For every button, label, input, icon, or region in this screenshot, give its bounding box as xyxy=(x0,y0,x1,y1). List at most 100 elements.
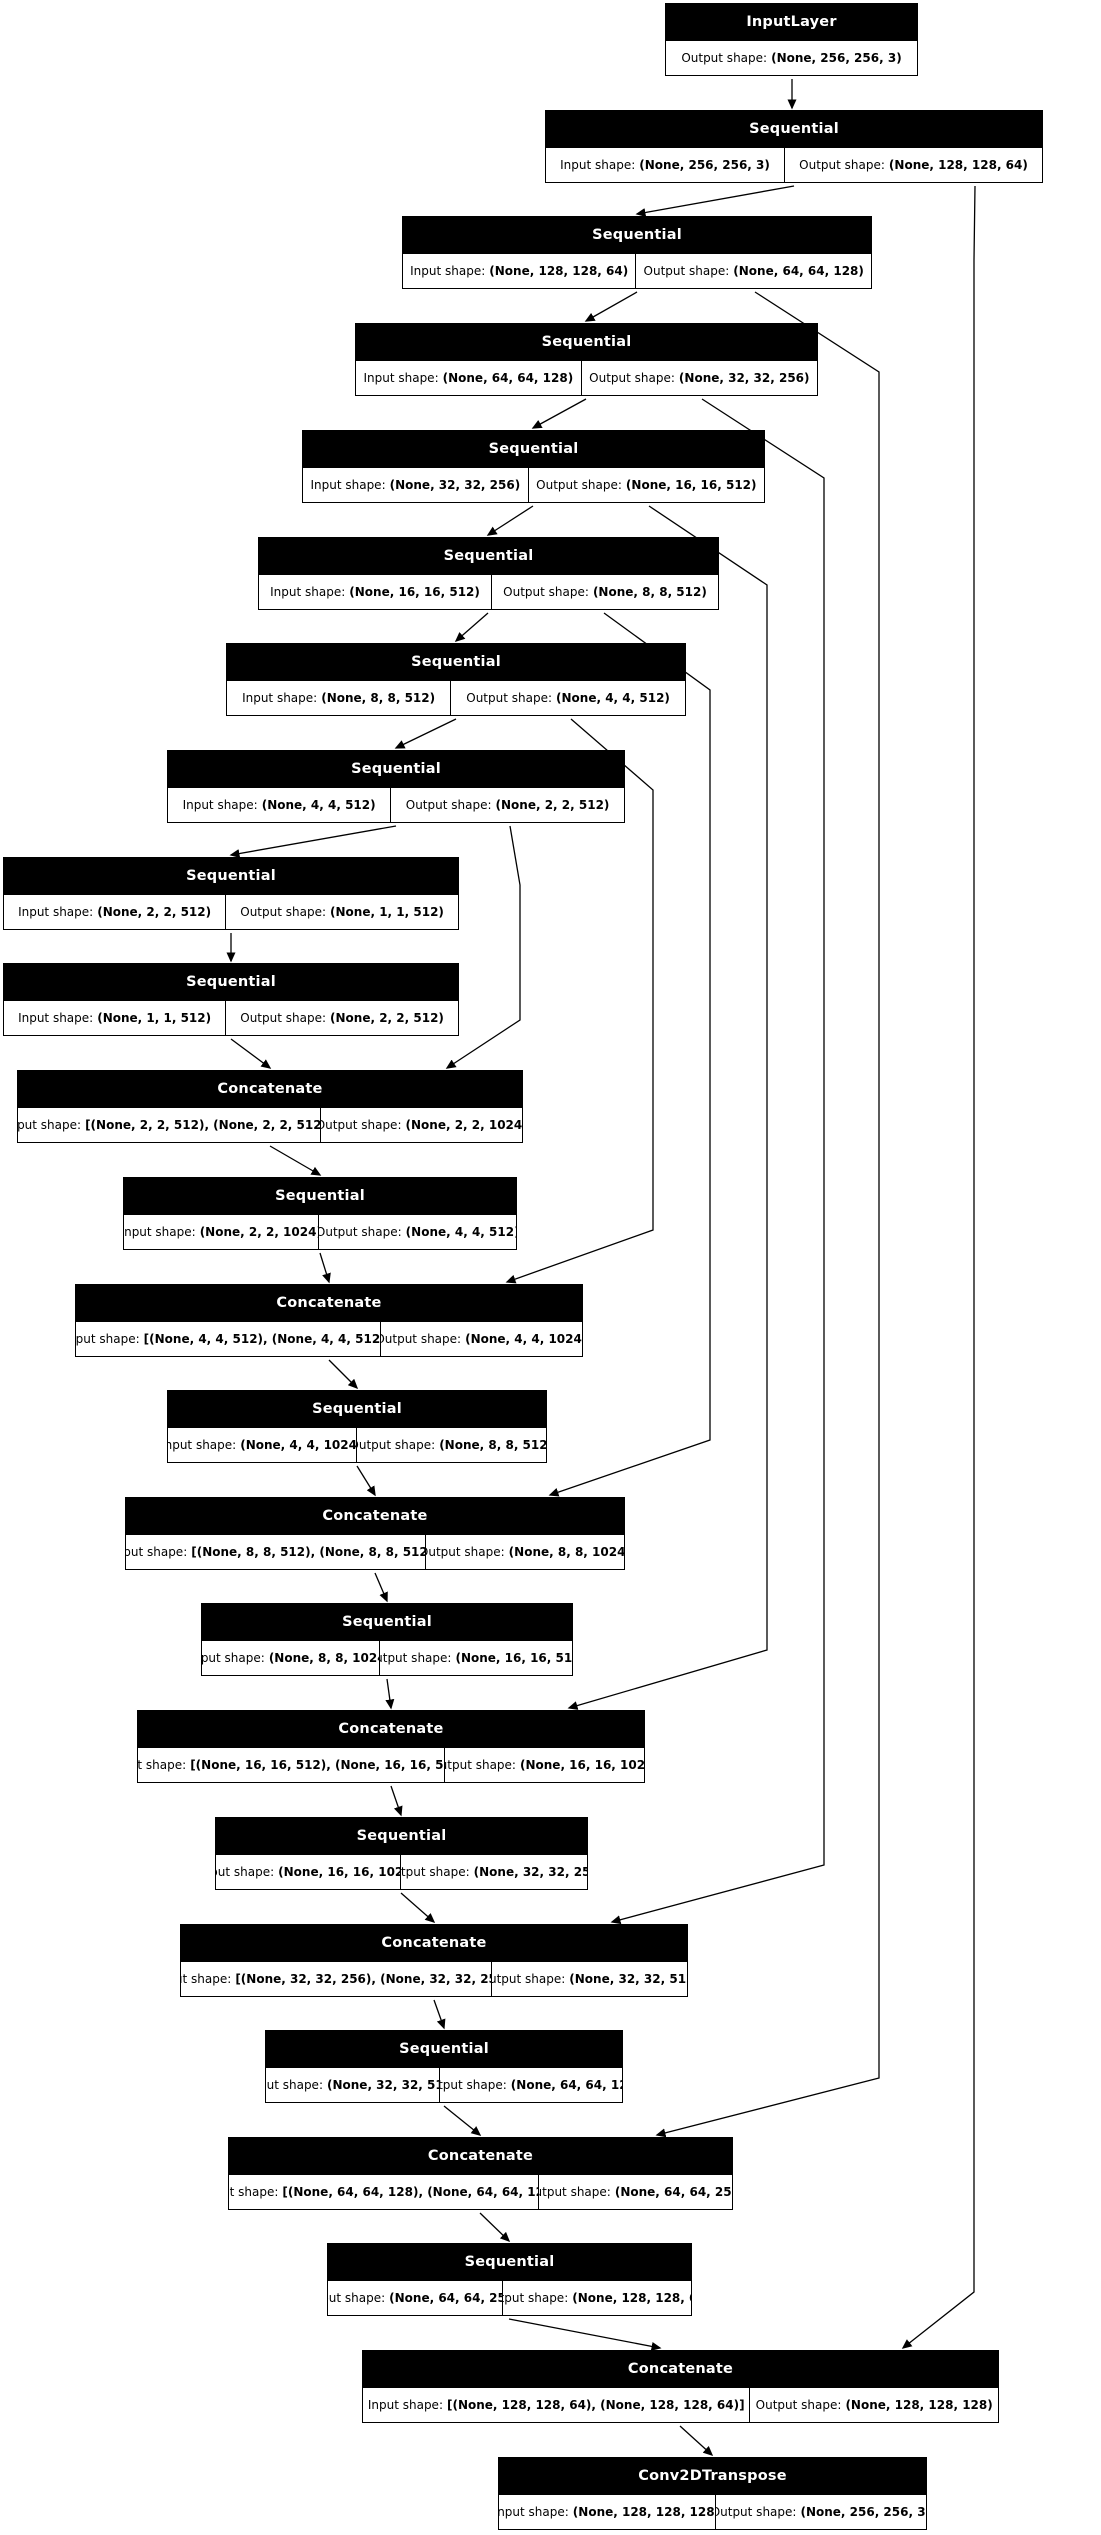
output-shape-value: (None, 8, 8, 1024) xyxy=(508,1545,624,1559)
output-shape-value: (None, 2, 2, 512) xyxy=(495,798,610,812)
node-sequential-13: Sequential Input shape: (None, 16, 16, 1… xyxy=(215,1817,588,1890)
output-shape-prefix: Output shape: xyxy=(492,1972,566,1986)
input-shape-cell: Input shape: (None, 64, 64, 128) xyxy=(356,361,581,395)
output-shape-prefix: Output shape: xyxy=(320,1118,402,1132)
input-shape-prefix: Input shape: xyxy=(410,264,486,278)
output-shape-prefix: Output shape: xyxy=(240,905,327,919)
node-sequential-15: Sequential Input shape: (None, 64, 64, 2… xyxy=(327,2243,692,2316)
layer-shape-row: Input shape: (None, 1, 1, 512) Output sh… xyxy=(4,1001,458,1035)
node-sequential-1: Sequential Input shape: (None, 256, 256,… xyxy=(545,110,1043,183)
output-shape-value: (None, 16, 16, 512) xyxy=(455,1651,572,1665)
edge-chain-5 xyxy=(454,612,489,642)
layer-shape-row: Input shape: (None, 32, 32, 256) Output … xyxy=(303,468,764,502)
output-shape-prefix: Output shape: xyxy=(445,1758,516,1772)
layer-shape-row: Input shape: [(None, 4, 4, 512), (None, … xyxy=(76,1322,582,1356)
input-shape-prefix: Input shape: xyxy=(560,158,636,172)
input-shape-prefix: Input shape: xyxy=(182,798,258,812)
layer-type-title: Sequential xyxy=(227,644,685,681)
output-shape-value: (None, 128, 128, 128) xyxy=(845,2398,993,2412)
output-shape-prefix: Output shape: xyxy=(536,478,622,492)
layer-type-title: Concatenate xyxy=(76,1285,582,1322)
input-shape-prefix: Input shape: xyxy=(18,1118,82,1132)
edge-chain-7 xyxy=(229,825,397,858)
layer-type-title: Conv2DTranspose xyxy=(499,2458,926,2495)
output-shape-cell: Output shape: (None, 64, 64, 128) xyxy=(635,254,871,288)
output-shape-value: (None, 8, 8, 512) xyxy=(592,585,707,599)
edge-chain-6 xyxy=(394,718,457,749)
output-shape-cell: Output shape: (None, 64, 64, 256) xyxy=(537,2175,732,2209)
output-shape-value: (None, 16, 16, 512) xyxy=(625,478,757,492)
input-shape-cell: Input shape: [(None, 2, 2, 512), (None, … xyxy=(18,1108,320,1142)
edge-chain-16 xyxy=(390,1785,403,1817)
input-shape-cell: Input shape: [(None, 64, 64, 128), (None… xyxy=(229,2175,538,2209)
input-shape-value: (None, 4, 4, 1024) xyxy=(240,1438,356,1452)
output-shape-prefix: Output shape: xyxy=(799,158,885,172)
input-shape-cell: Input shape: (None, 32, 32, 256) xyxy=(303,468,528,502)
input-shape-prefix: Input shape: xyxy=(229,2185,279,2199)
output-shape-value: (None, 256, 256, 3) xyxy=(771,51,902,65)
output-shape-cell: Output shape: (None, 128, 128, 64) xyxy=(784,148,1042,182)
layer-shape-row: Input shape: (None, 128, 128, 128) Outpu… xyxy=(499,2495,926,2529)
input-shape-value: (None, 128, 128, 128) xyxy=(572,2505,715,2519)
input-shape-value: [(None, 32, 32, 256), (None, 32, 32, 256… xyxy=(235,1972,492,1986)
output-shape-cell: Output shape: (None, 128, 128, 128) xyxy=(749,2388,998,2422)
layer-type-title: Sequential xyxy=(266,2031,622,2068)
node-conv2dtranspose: Conv2DTranspose Input shape: (None, 128,… xyxy=(498,2457,927,2530)
edge-chain-2 xyxy=(584,291,638,322)
layer-type-title: Concatenate xyxy=(363,2351,998,2388)
edge-skip-7-to-10 xyxy=(445,825,521,1069)
input-shape-prefix: Input shape: xyxy=(270,585,346,599)
output-shape-value: (None, 32, 32, 512) xyxy=(569,1972,687,1986)
input-shape-value: (None, 16, 16, 1024) xyxy=(278,1865,401,1879)
layer-shape-row: Input shape: (None, 2, 2, 512) Output sh… xyxy=(4,895,458,929)
layer-type-title: Sequential xyxy=(124,1178,516,1215)
layer-shape-row: Input shape: [(None, 32, 32, 256), (None… xyxy=(181,1962,687,1996)
output-shape-prefix: Output shape: xyxy=(400,1865,470,1879)
input-shape-cell: Input shape: [(None, 32, 32, 256), (None… xyxy=(181,1962,491,1996)
input-shape-value: (None, 2, 2, 512) xyxy=(97,905,212,919)
edge-chain-3 xyxy=(531,398,587,429)
input-shape-prefix: Input shape: xyxy=(181,1972,232,1986)
input-shape-prefix: Input shape: xyxy=(138,1758,187,1772)
layer-type-title: Sequential xyxy=(4,858,458,895)
node-sequential-2: Sequential Input shape: (None, 128, 128,… xyxy=(402,216,872,289)
layer-type-title: Sequential xyxy=(168,751,624,788)
layer-shape-row: Input shape: (None, 2, 2, 1024) Output s… xyxy=(124,1215,516,1249)
layer-type-title: Sequential xyxy=(328,2244,691,2281)
input-shape-cell: Input shape: (None, 64, 64, 256) xyxy=(328,2281,502,2315)
input-shape-prefix: Input shape: xyxy=(18,905,94,919)
edge-chain-12 xyxy=(328,1359,359,1390)
output-shape-cell: Output shape: (None, 8, 8, 512) xyxy=(491,575,718,609)
output-shape-prefix: Output shape: xyxy=(240,1011,327,1025)
input-shape-prefix: Input shape: xyxy=(328,2291,386,2305)
edge-chain-14 xyxy=(374,1572,388,1603)
node-concatenate-3: Concatenate Input shape: [(None, 8, 8, 5… xyxy=(125,1497,625,1570)
layer-shape-row: Input shape: (None, 8, 8, 1024) Output s… xyxy=(202,1641,572,1675)
output-shape-value: (None, 1, 1, 512) xyxy=(330,905,444,919)
edge-skip-1-to-22 xyxy=(901,185,976,2349)
output-shape-cell: Output shape: (None, 16, 16, 512) xyxy=(378,1641,572,1675)
output-shape-value: (None, 64, 64, 128) xyxy=(733,264,864,278)
layer-type-title: Concatenate xyxy=(229,2138,732,2175)
output-shape-cell: Output shape: (None, 8, 8, 1024) xyxy=(424,1535,624,1569)
output-shape-value: (None, 32, 32, 256) xyxy=(678,371,810,385)
edge-chain-18 xyxy=(433,1999,446,2030)
output-shape-cell: Output shape: (None, 32, 32, 512) xyxy=(491,1962,687,1996)
output-shape-prefix: Output shape: xyxy=(318,1225,402,1239)
layer-shape-row: Input shape: [(None, 128, 128, 64), (Non… xyxy=(363,2388,998,2422)
layer-shape-row: Input shape: (None, 4, 4, 1024) Output s… xyxy=(168,1428,546,1462)
input-shape-prefix: Input shape: xyxy=(168,1438,237,1452)
output-shape-value: (None, 4, 4, 1024) xyxy=(465,1332,582,1346)
node-concatenate-1: Concatenate Input shape: [(None, 2, 2, 5… xyxy=(17,1070,523,1143)
layer-shape-row: Input shape: (None, 128, 128, 64) Output… xyxy=(403,254,871,288)
node-concatenate-4: Concatenate Input shape: [(None, 16, 16,… xyxy=(137,1710,645,1783)
input-shape-prefix: Input shape: xyxy=(126,1545,188,1559)
output-shape-value: (None, 64, 64, 256) xyxy=(614,2185,732,2199)
node-sequential-14: Sequential Input shape: (None, 32, 32, 5… xyxy=(265,2030,623,2103)
layer-type-title: Sequential xyxy=(356,324,817,361)
layer-shape-row: Input shape: (None, 4, 4, 512) Output sh… xyxy=(168,788,624,822)
output-shape-cell: Output shape: (None, 128, 128, 64) xyxy=(501,2281,691,2315)
node-sequential-6: Sequential Input shape: (None, 8, 8, 512… xyxy=(226,643,686,716)
layer-type-title: Sequential xyxy=(4,964,458,1001)
input-shape-value: (None, 32, 32, 512) xyxy=(326,2078,439,2092)
